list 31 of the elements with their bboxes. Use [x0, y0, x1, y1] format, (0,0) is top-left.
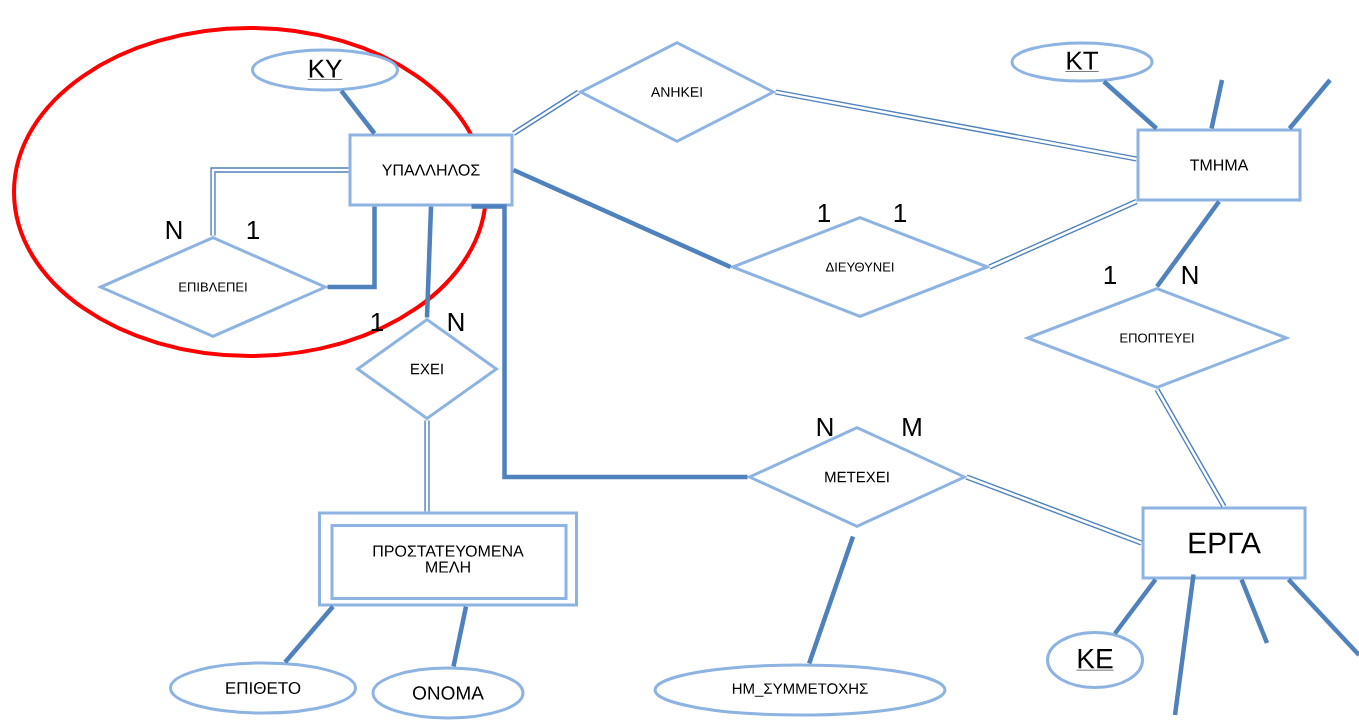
connector-line	[283, 605, 335, 664]
entity-box: ΕΡΓΑ	[1141, 506, 1307, 580]
cardinality-label: N	[1182, 266, 1198, 284]
connector-line	[775, 89, 1137, 162]
connector-line	[210, 167, 349, 236]
connector-line	[471, 204, 748, 480]
connector-line	[1113, 578, 1158, 635]
connector-line	[451, 606, 469, 668]
connector-line	[327, 206, 377, 290]
connector-line	[512, 167, 732, 270]
entity-box: ΥΠΑΛΛΗΛΟΣ	[348, 133, 514, 207]
connector-line	[1239, 578, 1270, 644]
connector-line	[424, 206, 434, 318]
connector-line	[424, 420, 430, 512]
cardinality-label: 1	[247, 221, 259, 239]
connector-line	[988, 199, 1138, 270]
connector-line	[1102, 79, 1158, 131]
connector-line	[512, 89, 580, 136]
weak-entity-box: ΠΡΟΣΤΑΤΕΥΟΜΕΝΑ ΜΕΛΗ	[318, 511, 578, 607]
connector-line	[339, 89, 377, 135]
connector-line	[965, 474, 1143, 546]
connector-line	[1172, 574, 1196, 716]
connector-line	[1154, 388, 1227, 508]
connector-line	[1287, 78, 1332, 130]
connector-line	[1155, 200, 1221, 288]
entity-box: ΤΜΗΜΑ	[1136, 128, 1302, 202]
cardinality-label: 1	[1104, 266, 1116, 284]
connector-line	[1286, 577, 1359, 657]
cardinality-label: N	[166, 221, 182, 239]
connector-line	[807, 535, 856, 665]
connector-line	[1209, 79, 1225, 129]
